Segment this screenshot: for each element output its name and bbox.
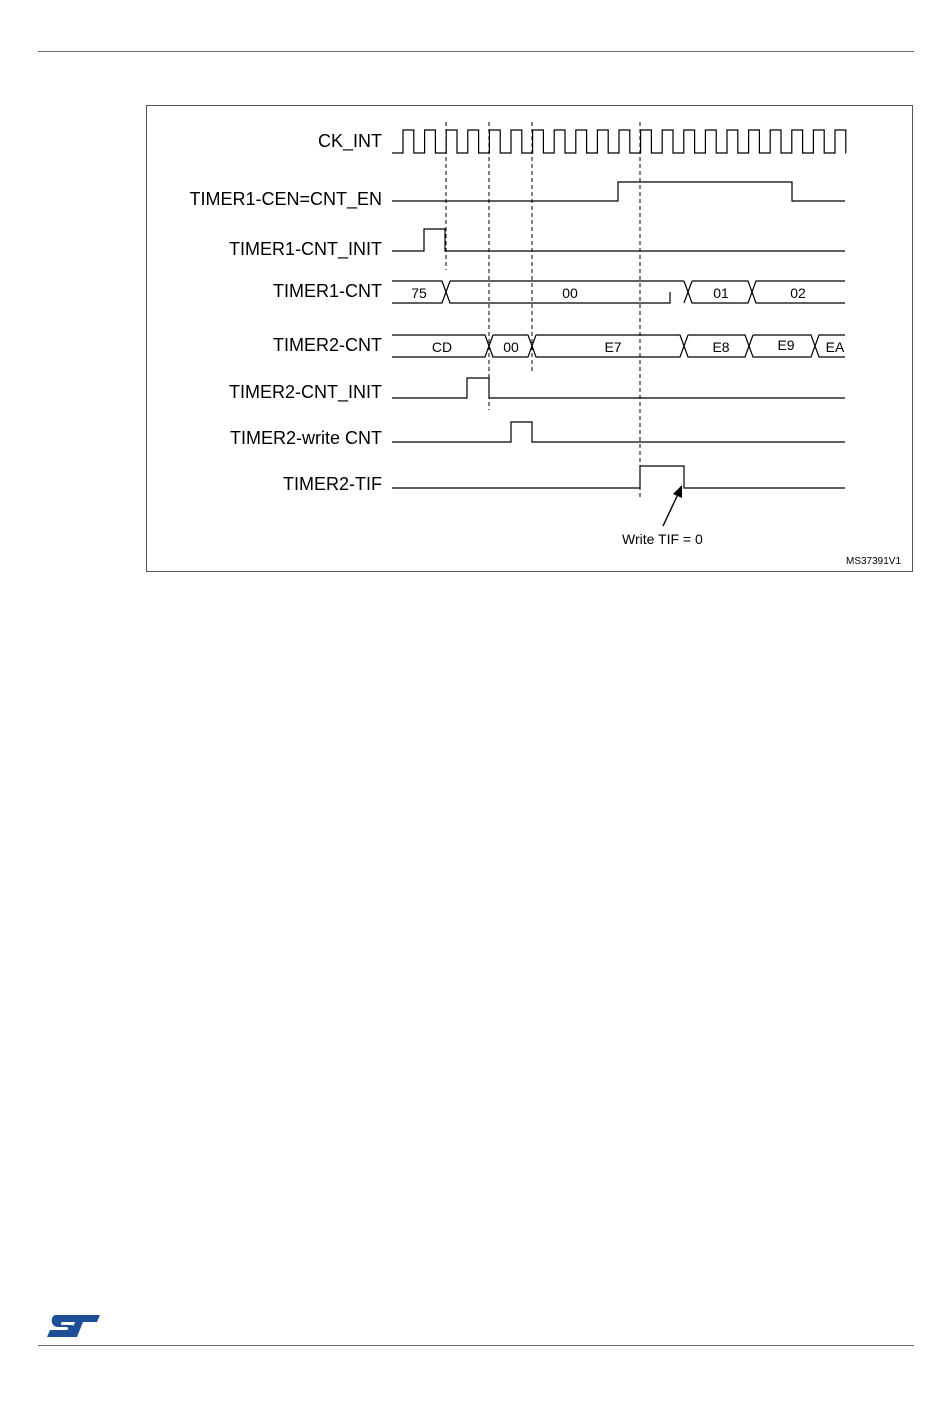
timer1-cnt-bus [392,281,845,303]
annotation-arrow [663,485,682,526]
timer2-cnt-value-e9: E9 [777,337,794,353]
st-logo-icon [44,1312,102,1340]
figure-reference-code: MS37391V1 [846,556,901,568]
timing-diagram: 75 00 01 02 CD 00 E7 E8 E9 EA [0,0,950,600]
timer2-tif-waveform [392,466,845,488]
timer2-cnt-value-00: 00 [503,339,519,355]
footer-rule [38,1345,914,1346]
timer1-cnt-value-00: 00 [562,285,578,301]
timer1-cen-waveform [392,182,845,201]
ck-int-waveform [392,130,846,153]
timer1-cnt-init-waveform [392,229,845,251]
timer1-cnt-value-02: 02 [790,285,806,301]
timer2-cnt-value-cd: CD [432,339,452,355]
timer2-cnt-value-e8: E8 [712,339,729,355]
timer2-cnt-value-ea: EA [826,339,845,355]
annotation-write-tif: Write TIF = 0 [622,531,703,547]
timer2-cnt-value-e7: E7 [604,339,621,355]
timer2-write-cnt-waveform [392,422,845,442]
time-markers [446,122,640,500]
timer2-cnt-init-waveform [392,378,845,398]
timer1-cnt-value-01: 01 [713,285,729,301]
timer1-cnt-value-75: 75 [411,285,427,301]
